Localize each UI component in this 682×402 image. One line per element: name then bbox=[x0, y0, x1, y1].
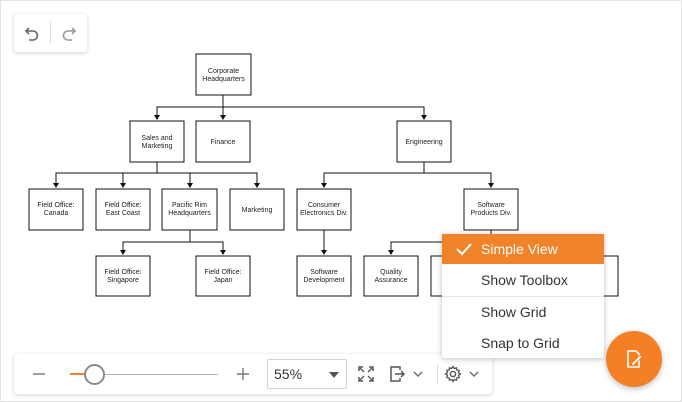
menu-item-label: Snap to Grid bbox=[481, 335, 560, 351]
redo-button[interactable] bbox=[51, 14, 87, 52]
menu-item-label: Show Grid bbox=[481, 304, 547, 320]
toolbar-separator bbox=[437, 364, 438, 384]
edit-icon bbox=[627, 350, 643, 368]
node-label: Software bbox=[477, 202, 505, 209]
chevron-down-icon bbox=[413, 371, 423, 377]
check-icon bbox=[456, 243, 472, 256]
node-engineering[interactable]: Engineering bbox=[396, 120, 452, 163]
chevron-down-icon bbox=[329, 372, 339, 378]
node-label: Headquarters bbox=[202, 76, 245, 83]
node-pacific-rim-headquarters[interactable]: Pacific Rim Headquarters bbox=[161, 188, 218, 231]
undo-icon bbox=[24, 27, 39, 41]
node-label: Assurance bbox=[374, 277, 407, 284]
menu-item-label: Show Toolbox bbox=[481, 272, 568, 288]
menu-item-show-grid[interactable]: Show Grid bbox=[442, 297, 604, 327]
zoom-level-select[interactable]: 55% bbox=[267, 359, 347, 389]
history-toolbar bbox=[14, 14, 87, 52]
node-sales-and-marketing[interactable]: Sales and Marketing bbox=[129, 120, 185, 163]
redo-icon bbox=[62, 27, 77, 41]
node-label: East Coast bbox=[106, 210, 140, 217]
node-label: Field Office: bbox=[204, 269, 241, 276]
node-quality-assurance[interactable]: Quality Assurance bbox=[363, 255, 419, 297]
node-label: Software bbox=[310, 269, 338, 276]
zoom-toolbar: 55% bbox=[14, 354, 492, 394]
gear-icon bbox=[444, 365, 462, 383]
node-label: Consumer bbox=[308, 202, 341, 209]
minus-icon bbox=[33, 373, 45, 375]
zoom-slider-track[interactable] bbox=[70, 374, 218, 375]
node-label: Finance bbox=[211, 139, 236, 146]
node-label: Sales and bbox=[141, 135, 172, 142]
node-software-products-div[interactable]: Software Products Div. bbox=[463, 188, 519, 231]
node-consumer-electronics-div[interactable]: Consumer Electronics Div. bbox=[296, 188, 352, 231]
node-label: Corporate bbox=[208, 68, 239, 75]
settings-menu: Simple View Show Toolbox Show Grid Snap … bbox=[442, 234, 604, 358]
node-label: Field Office: bbox=[104, 202, 141, 209]
fullscreen-icon bbox=[358, 366, 374, 382]
edit-diagram-button[interactable] bbox=[606, 331, 662, 387]
menu-separator bbox=[442, 296, 604, 297]
node-label: Pacific Rim bbox=[172, 202, 207, 209]
node-label: Singapore bbox=[107, 277, 139, 284]
zoom-slider-fill bbox=[70, 373, 96, 375]
node-field-office-japan[interactable]: Field Office: Japan bbox=[195, 255, 251, 297]
node-label: Marketing bbox=[142, 143, 173, 150]
node-label: Engineering bbox=[405, 139, 442, 146]
chevron-down-icon bbox=[469, 371, 479, 377]
zoom-in-button[interactable] bbox=[232, 363, 254, 385]
node-label: Field Office: bbox=[104, 269, 141, 276]
node-label: Field Office: bbox=[37, 202, 74, 209]
node-finance[interactable]: Finance bbox=[195, 120, 251, 163]
export-button[interactable] bbox=[388, 362, 432, 386]
node-label: Headquarters bbox=[168, 210, 211, 217]
undo-button[interactable] bbox=[14, 14, 50, 52]
fit-to-screen-button[interactable] bbox=[354, 362, 378, 386]
menu-item-show-toolbox[interactable]: Show Toolbox bbox=[442, 265, 604, 295]
node-label: Products Div. bbox=[470, 210, 511, 217]
node-label: Development bbox=[303, 277, 344, 284]
node-label: Canada bbox=[44, 210, 69, 217]
export-icon bbox=[390, 366, 406, 382]
node-label: Japan bbox=[213, 277, 232, 284]
node-corporate-headquarters[interactable]: Corporate Headquarters bbox=[195, 53, 252, 96]
node-field-office-singapore[interactable]: Field Office: Singapore bbox=[95, 255, 151, 297]
node-label: Electronics Div. bbox=[300, 210, 348, 217]
settings-button[interactable] bbox=[444, 362, 488, 386]
node-software-development[interactable]: Software Development bbox=[296, 255, 352, 297]
menu-item-label: Simple View bbox=[481, 241, 558, 257]
zoom-level-value: 55% bbox=[274, 366, 303, 382]
zoom-slider-thumb[interactable] bbox=[84, 364, 105, 385]
node-label: Marketing bbox=[242, 207, 273, 214]
menu-item-simple-view[interactable]: Simple View bbox=[442, 234, 604, 264]
diagram-edges bbox=[53, 95, 592, 255]
zoom-out-button[interactable] bbox=[28, 363, 50, 385]
node-field-office-east-coast[interactable]: Field Office: East Coast bbox=[95, 188, 151, 231]
node-marketing[interactable]: Marketing bbox=[229, 188, 285, 231]
menu-item-snap-to-grid[interactable]: Snap to Grid bbox=[442, 328, 604, 358]
node-label: Quality bbox=[380, 269, 402, 276]
plus-icon bbox=[237, 368, 249, 380]
node-field-office-canada[interactable]: Field Office: Canada bbox=[28, 188, 84, 231]
toolbar-separator bbox=[50, 22, 51, 44]
